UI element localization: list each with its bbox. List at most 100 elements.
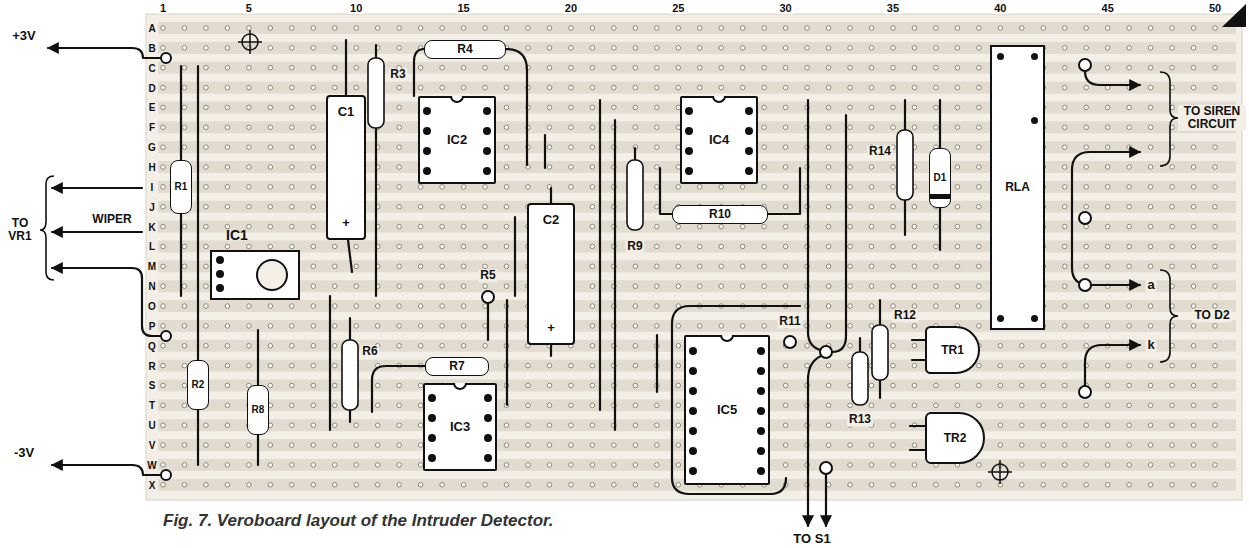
registration-mark — [238, 30, 1012, 484]
copper-strip — [955, 284, 960, 289]
copper-strip — [848, 264, 853, 269]
copper-strip — [1084, 46, 1089, 51]
copper-strip — [397, 85, 402, 90]
wire-link — [197, 410, 199, 465]
wire-link — [904, 100, 906, 130]
wire-link — [768, 168, 800, 214]
copper-strip — [418, 85, 423, 90]
copper-strip — [504, 463, 509, 468]
wire-link — [257, 435, 259, 465]
solder-pad — [161, 53, 171, 63]
copper-strip — [332, 26, 337, 31]
copper-strip — [869, 304, 874, 309]
row-letter: B — [146, 42, 157, 53]
copper-strip — [1170, 165, 1175, 170]
copper-strip — [204, 284, 209, 289]
part-label: R9 — [625, 240, 644, 253]
column-number: 15 — [455, 2, 471, 14]
copper-strip — [826, 403, 831, 408]
copper-strip — [934, 264, 939, 269]
ic-pin — [484, 414, 492, 422]
part-label: D1 — [934, 173, 947, 184]
copper-strip — [955, 26, 960, 31]
copper-strip — [547, 65, 552, 70]
copper-strip — [1105, 165, 1110, 170]
copper-strip — [569, 105, 574, 110]
copper-strip — [891, 423, 896, 428]
copper-strip — [783, 105, 788, 110]
copper-strip — [955, 204, 960, 209]
relay-pin — [997, 315, 1004, 322]
copper-strip — [1127, 363, 1132, 368]
copper-strip — [1191, 204, 1196, 209]
copper-strip — [912, 105, 917, 110]
copper-strip — [1105, 185, 1110, 190]
copper-strip — [891, 185, 896, 190]
copper-strip — [1148, 145, 1153, 150]
copper-strip — [977, 363, 982, 368]
ic-pin — [685, 107, 693, 115]
copper-strip — [934, 224, 939, 229]
copper-strip — [158, 22, 1236, 491]
transistor-body: TR2 — [925, 412, 985, 464]
copper-strip — [869, 46, 874, 51]
copper-strip — [1127, 443, 1132, 448]
copper-strip — [418, 204, 423, 209]
copper-strip — [719, 185, 724, 190]
copper-strip — [375, 383, 380, 388]
ic-pin — [423, 167, 431, 175]
copper-strip — [225, 324, 230, 329]
copper-strip — [977, 224, 982, 229]
copper-strip — [311, 204, 316, 209]
copper-strip — [848, 403, 853, 408]
copper-strip — [204, 65, 209, 70]
copper-strip — [848, 145, 853, 150]
ic-pin — [757, 387, 765, 395]
column-number: 10 — [348, 2, 364, 14]
copper-strip — [719, 46, 724, 51]
copper-strip — [569, 363, 574, 368]
copper-strip — [1148, 264, 1153, 269]
copper-strip — [547, 125, 552, 130]
copper-strip — [504, 423, 509, 428]
copper-strip — [332, 482, 337, 487]
copper-strip — [204, 85, 209, 90]
copper-strip — [912, 324, 917, 329]
copper-strip — [483, 65, 488, 70]
copper-strip — [1213, 482, 1218, 487]
copper-strip — [762, 46, 767, 51]
copper-strip — [354, 463, 359, 468]
copper-strip — [1170, 482, 1175, 487]
resistor-symbol — [342, 340, 358, 410]
copper-strip — [547, 482, 552, 487]
copper-strip — [375, 403, 380, 408]
connection-label: TO VR1 — [1, 217, 39, 243]
copper-strip — [1041, 443, 1046, 448]
row-letter: V — [147, 440, 158, 451]
copper-strip — [783, 244, 788, 249]
copper-strip — [826, 165, 831, 170]
copper-strip — [440, 85, 445, 90]
wire-link — [349, 410, 351, 422]
copper-strip — [697, 65, 702, 70]
copper-strip — [569, 85, 574, 90]
copper-strip — [998, 363, 1003, 368]
copper-strip — [569, 383, 574, 388]
copper-strip — [354, 26, 359, 31]
ic-pin — [423, 127, 431, 135]
copper-strip — [1084, 343, 1089, 348]
copper-strip — [719, 224, 724, 229]
copper-strip — [1084, 463, 1089, 468]
copper-strip — [311, 423, 316, 428]
copper-strip — [225, 463, 230, 468]
copper-strip — [590, 145, 595, 150]
copper-strip — [182, 65, 187, 70]
copper-strip — [311, 224, 316, 229]
copper-strip — [1191, 165, 1196, 170]
copper-strip — [1213, 224, 1218, 229]
copper-strip — [332, 423, 337, 428]
copper-strip — [1213, 244, 1218, 249]
copper-strip — [697, 224, 702, 229]
copper-strip — [869, 383, 874, 388]
copper-strip — [848, 463, 853, 468]
